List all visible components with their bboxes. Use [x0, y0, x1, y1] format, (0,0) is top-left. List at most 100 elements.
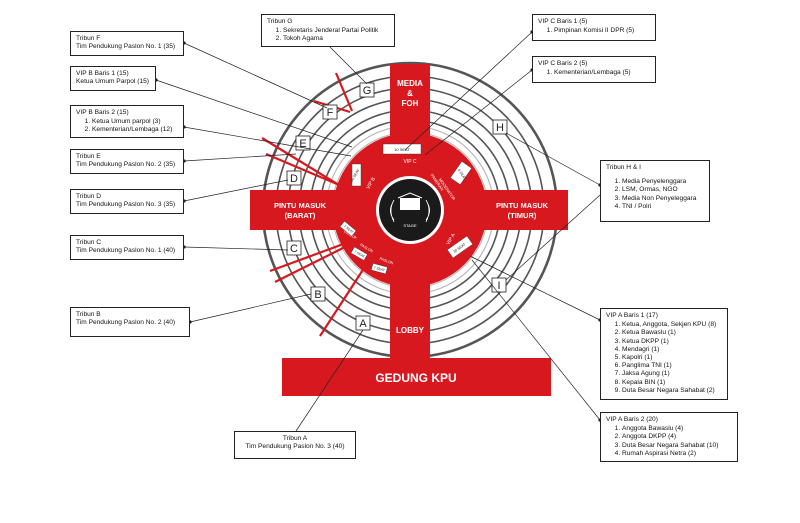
callout-vip-a2-title: VIP A Baris 2 (20) — [606, 416, 658, 423]
tribune-letter-box — [359, 82, 375, 98]
tribune-letter-box — [286, 170, 302, 186]
vip-a-label: VIP A — [445, 232, 457, 246]
leader-line — [505, 194, 601, 281]
callout-vip-b1-title: VIP B Baris 1 (15) — [76, 70, 129, 77]
callout-tribun-f: Tribun F Tim Pendukung Paslon No. 1 (35) — [70, 31, 184, 56]
vip-c-label: VIP C — [404, 159, 417, 165]
leader-line — [404, 31, 533, 151]
callout-vip-a1-item: Kapolri (1) — [622, 354, 722, 362]
vip-b-label: VIP B — [365, 176, 377, 191]
callout-vip-a2-item: Anggota DKPP (4) — [622, 433, 732, 441]
seat-c-box — [370, 263, 388, 275]
leader-line — [183, 246, 289, 251]
leader-line — [424, 69, 533, 156]
callout-vip-a1: VIP A Baris 1 (17) Ketua, Anggota, Sekje… — [600, 308, 728, 400]
media-label-3: FOH — [402, 99, 419, 108]
seat10-box — [382, 143, 422, 155]
leader-line — [155, 79, 353, 148]
callout-tribun-a-title: Tribun A — [282, 435, 308, 442]
callout-vip-a1-item: Mendagri (1) — [622, 346, 722, 354]
callout-tribun-g-item: Tokoh Agama — [283, 35, 389, 43]
callout-tribun-c-line: Tim Pendukung Paslon No. 1 (40) — [76, 247, 176, 255]
callout-vip-a2-item: Duta Besar Negara Sahabat (10) — [622, 442, 732, 450]
tribune-separator — [265, 152, 345, 189]
callout-tribun-hi-item: Media Penyelenggara — [622, 178, 704, 186]
seat30-right-box — [447, 235, 473, 259]
seat10-label: 10 SEAT — [394, 147, 410, 152]
tribune-letter-box — [286, 240, 302, 256]
media-label-1: MEDIA — [397, 79, 423, 88]
seat30-right-label: 30 SEAT — [452, 242, 467, 254]
leader-line — [505, 132, 601, 186]
tribune-separator — [269, 237, 358, 273]
tribune-separator — [319, 261, 369, 337]
callout-vip-a2-item: Rumah Aspirasi Netra (2) — [622, 450, 732, 458]
media-label-2: & — [407, 89, 413, 98]
paslon-3-label: PASLON — [379, 257, 394, 266]
seat-b-box — [350, 246, 368, 261]
east-gate-label-1: PINTU MASUK — [496, 201, 549, 210]
seat-c-label: 7 SEAT — [373, 266, 385, 273]
callout-vip-c2: VIP C Baris 2 (5) Kementerian/Lembaga (5… — [532, 56, 656, 83]
callout-vip-b1: VIP B Baris 1 (15) Ketua Umum Parpol (15… — [70, 66, 156, 91]
east-gate-label-2: (TIMUR) — [508, 211, 537, 220]
lobby-label: LOBBY — [396, 326, 425, 335]
callout-tribun-b: Tribun B Tim Pendukung Paslon No. 2 (40) — [70, 307, 190, 337]
callout-vip-c2-item: Kementerian/Lembaga (5) — [554, 69, 650, 77]
callout-vip-a1-title: VIP A Baris 1 (17) — [606, 312, 658, 319]
garuda-emblem — [390, 192, 430, 223]
leader-line — [183, 179, 289, 202]
leader-line — [183, 153, 297, 162]
seat8-box — [450, 161, 472, 185]
tribune-separator — [274, 240, 358, 283]
callout-tribun-d: Tribun D Tim Pendukung Paslon No. 3 (35) — [70, 189, 184, 214]
callout-vip-b1-line: Ketua Umum Parpol (15) — [76, 78, 149, 86]
leader-line — [189, 293, 312, 323]
callout-vip-a1-item: Duta Besar Negara Sahabat (2) — [622, 387, 722, 395]
callout-vip-b2-item: Ketua Umum parpol (3) — [92, 118, 178, 126]
callout-vip-a1-item: Ketua Bawaslu (1) — [622, 329, 722, 337]
callout-tribun-f-title: Tribun F — [76, 35, 101, 42]
west-gate-label-1: PINTU MASUK — [274, 201, 327, 210]
leader-line — [329, 46, 368, 85]
callout-vip-c1: VIP C Baris 1 (5) Pimpinan Komisi II DPR… — [532, 14, 656, 41]
callout-tribun-f-line: Tim Pendukung Paslon No. 1 (35) — [76, 43, 176, 51]
tribune-letter-box — [295, 135, 311, 151]
seat-a-box — [339, 220, 357, 237]
leader-line — [471, 259, 601, 421]
leader-line — [183, 126, 352, 157]
tribune-letter-box — [492, 119, 508, 135]
callout-vip-a1-item: Ketua, Anggota, Sekjen KPU (8) — [622, 321, 722, 329]
building-bar — [282, 358, 551, 396]
seat-a-label: 7 SEAT — [343, 224, 354, 234]
callout-vip-a2-item: Anggota Bawaslu (4) — [622, 425, 732, 433]
callout-vip-a1-item: Panglima TNI (1) — [622, 362, 722, 370]
callout-tribun-b-line: Tim Pendukung Paslon No. 2 (40) — [76, 319, 176, 327]
callout-tribun-a-line: Tim Pendukung Paslon No. 3 (40) — [245, 443, 345, 451]
callout-vip-a1-item: Ketua DKPP (1) — [622, 338, 722, 346]
seat30-left-box — [351, 163, 362, 187]
leader-line — [469, 255, 601, 321]
callout-tribun-c-title: Tribun C — [76, 239, 102, 246]
leader-line — [183, 42, 328, 109]
callout-tribun-hi-item: Media Non Penyeleggara — [622, 195, 704, 203]
tribune-letter: E — [299, 138, 306, 150]
paslon-2-label: PASLON — [359, 243, 374, 254]
callout-vip-b2-item: Kementerian/Lembaga (12) — [92, 126, 178, 134]
building-label: GEDUNG KPU — [375, 371, 456, 385]
callout-tribun-e-line: Tim Pendukung Paslon No. 2 (35) — [76, 161, 176, 169]
tribune-letter: D — [290, 173, 298, 185]
tribune-letter-box — [322, 104, 338, 120]
callout-vip-a1-item: Kepala BIN (1) — [622, 379, 722, 387]
callout-vip-a2: VIP A Baris 2 (20) Anggota Bawaslu (4) A… — [600, 412, 738, 462]
callout-vip-b2-title: VIP B Baris 2 (15) — [76, 109, 129, 116]
callout-vip-c2-title: VIP C Baris 2 (5) — [538, 60, 588, 67]
tribune-letter: G — [363, 85, 372, 97]
callout-vip-a1-item: Jaksa Agung (1) — [622, 370, 722, 378]
seat30-left-label: 30 SEAT — [350, 168, 361, 183]
callout-vip-c1-item: Pimpinan Komisi II DPR (5) — [554, 27, 650, 35]
callout-tribun-hi-item: TNI / Polri — [622, 203, 704, 211]
callout-tribun-d-line: Tim Pendukung Paslon No. 3 (35) — [76, 201, 176, 209]
